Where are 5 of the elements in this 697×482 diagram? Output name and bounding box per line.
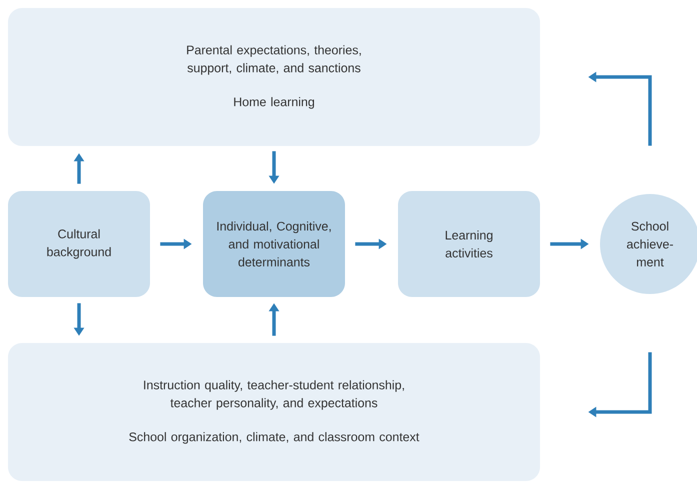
factor-panel: Instruction quality, teacher-student relationship, teacher personality, and expectations School organization, climate, and classroom context bbox=[8, 343, 540, 481]
process-box: Individual, Cognitive, and motivational determinants bbox=[203, 191, 345, 297]
process-box: Cultural background bbox=[8, 191, 150, 297]
process-box: Learning activities bbox=[398, 191, 540, 297]
factor-panel: Parental expectations, theories, support, climate, and sanctions Home learning bbox=[8, 8, 540, 146]
